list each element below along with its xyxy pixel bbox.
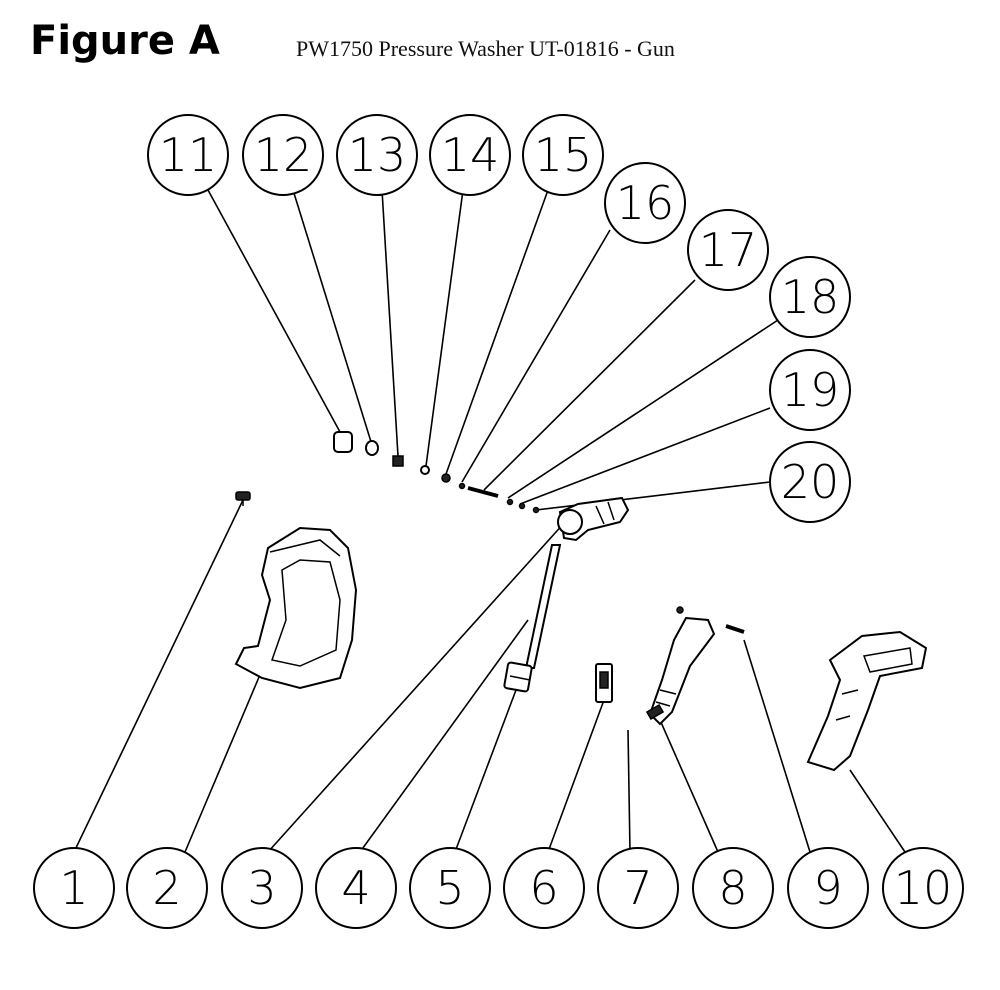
part-6-clip <box>595 663 613 703</box>
part-13-spring <box>392 455 404 467</box>
callout-11: 11 <box>147 114 229 196</box>
part-1-screw <box>235 491 251 506</box>
callout-18: 18 <box>769 256 851 338</box>
leader-2 <box>184 669 263 853</box>
leader-9 <box>743 639 811 853</box>
callout-14-label: 14 <box>441 128 500 182</box>
leader-19 <box>519 407 771 505</box>
callout-8-label: 8 <box>718 861 747 915</box>
part-17-rod <box>467 486 499 498</box>
callout-2-label: 2 <box>152 861 181 915</box>
leader-17 <box>483 279 696 491</box>
callout-17-label: 17 <box>699 223 758 277</box>
callout-13-label: 13 <box>348 128 407 182</box>
part-14-ball <box>420 465 430 475</box>
part-15-seat <box>441 473 451 483</box>
leader-11 <box>207 189 341 433</box>
leader-14 <box>425 189 464 467</box>
part-12-oring <box>365 440 379 456</box>
callout-7-label: 7 <box>623 861 652 915</box>
leader-7 <box>627 729 631 853</box>
callout-12: 12 <box>242 114 324 196</box>
callout-19: 19 <box>769 349 851 431</box>
callout-16-label: 16 <box>616 176 675 230</box>
callout-10-label: 10 <box>894 861 953 915</box>
callout-5: 5 <box>409 847 491 929</box>
callout-10: 10 <box>882 847 964 929</box>
callout-15: 15 <box>522 114 604 196</box>
part-2-handle-half <box>234 526 358 690</box>
leader-10 <box>849 769 906 853</box>
part-20-ring <box>532 506 540 514</box>
leader-3 <box>267 521 566 853</box>
callout-5-label: 5 <box>435 861 464 915</box>
callout-13: 13 <box>336 114 418 196</box>
leader-16 <box>461 229 611 483</box>
callout-8: 8 <box>692 847 774 929</box>
callout-20-label: 20 <box>781 455 840 509</box>
callout-2: 2 <box>126 847 208 929</box>
callout-7: 7 <box>597 847 679 929</box>
callout-6-label: 6 <box>529 861 558 915</box>
figure-label: Figure A <box>30 18 220 64</box>
callout-3-label: 3 <box>247 861 276 915</box>
part-5-fitting <box>503 661 533 693</box>
part-4-tube <box>524 544 562 669</box>
callout-19-label: 19 <box>781 363 840 417</box>
callout-17: 17 <box>687 209 769 291</box>
part-7-pin <box>676 606 684 614</box>
leader-18 <box>507 319 779 499</box>
leader-lines <box>73 189 906 853</box>
callout-14: 14 <box>429 114 511 196</box>
callout-4-label: 4 <box>341 861 370 915</box>
leader-13 <box>381 189 399 457</box>
callout-16: 16 <box>604 162 686 244</box>
parts <box>234 431 928 772</box>
callout-20: 20 <box>769 441 851 523</box>
part-10-handle-half <box>806 630 928 772</box>
leader-12 <box>292 189 373 446</box>
callout-11-label: 11 <box>159 128 218 182</box>
callout-9-label: 9 <box>813 861 842 915</box>
part-19-ring <box>518 502 526 510</box>
callout-15-label: 15 <box>534 128 593 182</box>
part-8-trigger <box>645 616 716 726</box>
callout-18-label: 18 <box>781 270 840 324</box>
leader-1 <box>73 499 244 853</box>
leader-15 <box>445 189 549 475</box>
diagram-title: PW1750 Pressure Washer UT-01816 - Gun <box>296 36 675 61</box>
callout-12-label: 12 <box>254 128 313 182</box>
callout-9: 9 <box>787 847 869 929</box>
callout-6: 6 <box>503 847 585 929</box>
part-18-ring <box>506 498 514 506</box>
callout-1-label: 1 <box>59 861 88 915</box>
callout-4: 4 <box>315 847 397 929</box>
leader-4 <box>359 619 529 853</box>
callout-circles: 1 2 3 4 5 6 7 8 9 10 11 12 13 14 15 16 1… <box>33 114 964 929</box>
part-11-nut <box>333 431 353 453</box>
callout-1: 1 <box>33 847 115 929</box>
leader-8 <box>659 719 719 853</box>
part-3-gun-body <box>557 496 630 542</box>
leader-5 <box>454 689 517 853</box>
leader-20 <box>535 481 771 511</box>
leader-6 <box>547 699 605 853</box>
callout-3: 3 <box>221 847 303 929</box>
part-16-washer <box>458 482 466 490</box>
part-9-spring-pin <box>725 624 745 634</box>
